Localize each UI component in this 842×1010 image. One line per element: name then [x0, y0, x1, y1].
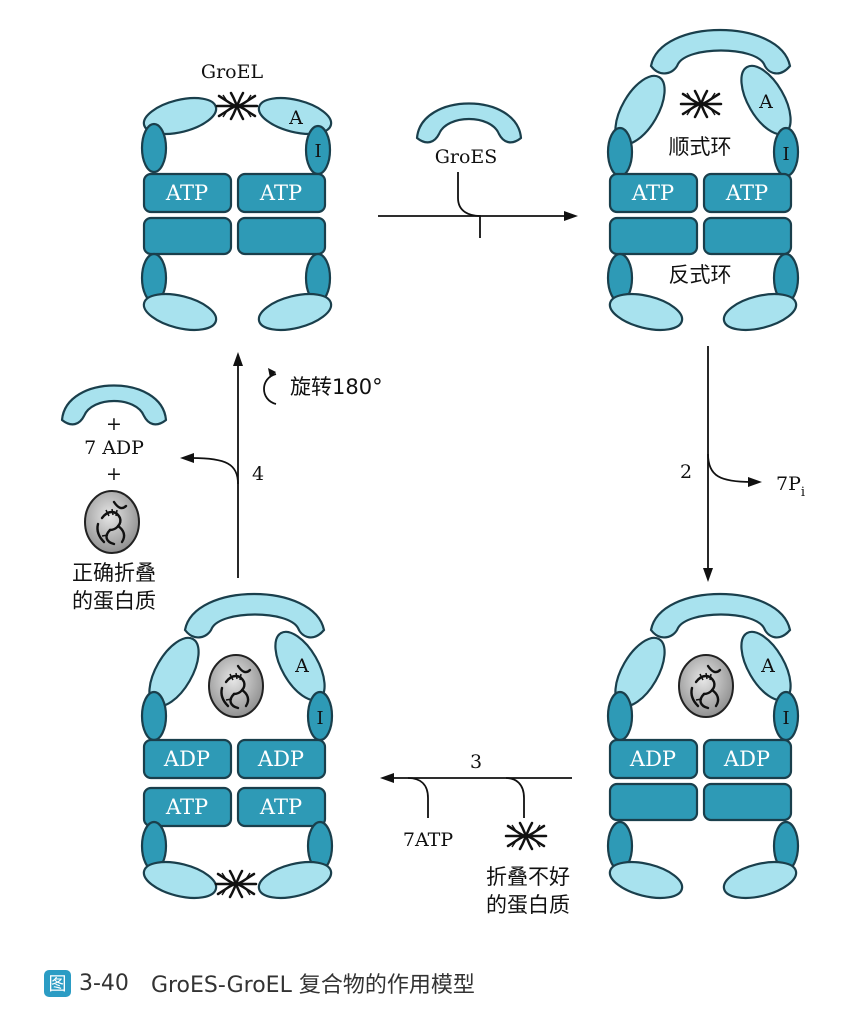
atp-label: ATP	[725, 181, 768, 205]
atp-binding-label: 7ATP	[403, 829, 453, 851]
step-number: 3	[470, 751, 482, 773]
figure-title: GroES-GroEL 复合物的作用模型	[150, 973, 475, 998]
atp-label: ATP	[165, 795, 208, 819]
intermediate-domain-label: I	[782, 708, 789, 729]
groel-complex-open: GroEL A I ATP ATP	[140, 61, 333, 332]
intermediate-domain-label: I	[782, 144, 789, 165]
plus-sign: +	[106, 463, 122, 485]
apical-domain-label: A	[288, 107, 303, 129]
groel-groes-complex-adp: A I ADP ADP	[606, 593, 800, 900]
folded-protein-label: 的蛋白质	[72, 589, 156, 613]
step-number: 2	[680, 461, 692, 483]
step4-release-rotation: 4 旋转180°	[180, 352, 383, 578]
apical-domain-label: A	[760, 655, 775, 677]
folding-protein-icon	[207, 653, 265, 719]
plus-sign: +	[106, 413, 122, 435]
adp-label: ADP	[723, 747, 770, 771]
atp-label: ATP	[165, 181, 208, 205]
folded-protein-icon	[83, 489, 141, 555]
apical-domain-label: A	[294, 655, 309, 677]
step3-atp-binding: 3 7ATP 折叠不好 的蛋白质	[380, 751, 572, 917]
misfolded-protein-icon	[504, 821, 548, 851]
step1-groes-binding: GroES	[378, 102, 578, 238]
adp-label: ADP	[163, 747, 210, 771]
misfolded-protein-label: 的蛋白质	[486, 893, 570, 917]
groel-groes-complex-adp-atp: A I ADP ADP ATP ATP	[140, 593, 334, 900]
misfolded-protein-label: 折叠不好	[486, 865, 570, 889]
figure-number: 3-40	[79, 970, 129, 996]
intermediate-domain-label: I	[316, 708, 323, 729]
atp-label: ATP	[631, 181, 674, 205]
intermediate-domain-label: I	[314, 141, 321, 162]
folded-protein-label: 正确折叠	[72, 561, 156, 585]
trans-ring-label: 反式环	[669, 263, 732, 287]
rotate-label: 旋转180°	[290, 375, 383, 399]
figure-icon: 图	[44, 969, 71, 997]
atp-label: ATP	[259, 795, 302, 819]
figure-caption: 图 3-40 GroES-GroEL 复合物的作用模型	[44, 966, 475, 1000]
step-number: 4	[252, 463, 264, 485]
unfolded-protein-icon	[215, 91, 259, 121]
step2-atp-hydrolysis: 2 7Pi	[680, 346, 805, 582]
apical-domain-label: A	[758, 91, 773, 113]
groes-label: GroES	[435, 146, 498, 168]
unfolded-protein-icon	[679, 89, 723, 119]
adp-label: ADP	[257, 747, 304, 771]
phosphate-label: 7Pi	[776, 473, 805, 500]
folding-protein-icon	[677, 653, 735, 719]
groel-groes-complex-cis-trans: A I 顺式环 ATP ATP 反式环	[606, 29, 800, 332]
groes-icon	[415, 102, 523, 144]
cis-ring-label: 顺式环	[669, 135, 732, 159]
groes-groel-cycle-diagram: GroEL A I ATP ATP GroES	[60, 29, 805, 917]
adp-label: ADP	[629, 747, 676, 771]
unfolded-protein-icon	[214, 869, 258, 899]
groel-label: GroEL	[201, 61, 264, 83]
released-products: + 7 ADP + 正确折叠 的蛋白质	[60, 384, 168, 613]
atp-label: ATP	[259, 181, 302, 205]
adp-release-label: 7 ADP	[84, 437, 144, 459]
